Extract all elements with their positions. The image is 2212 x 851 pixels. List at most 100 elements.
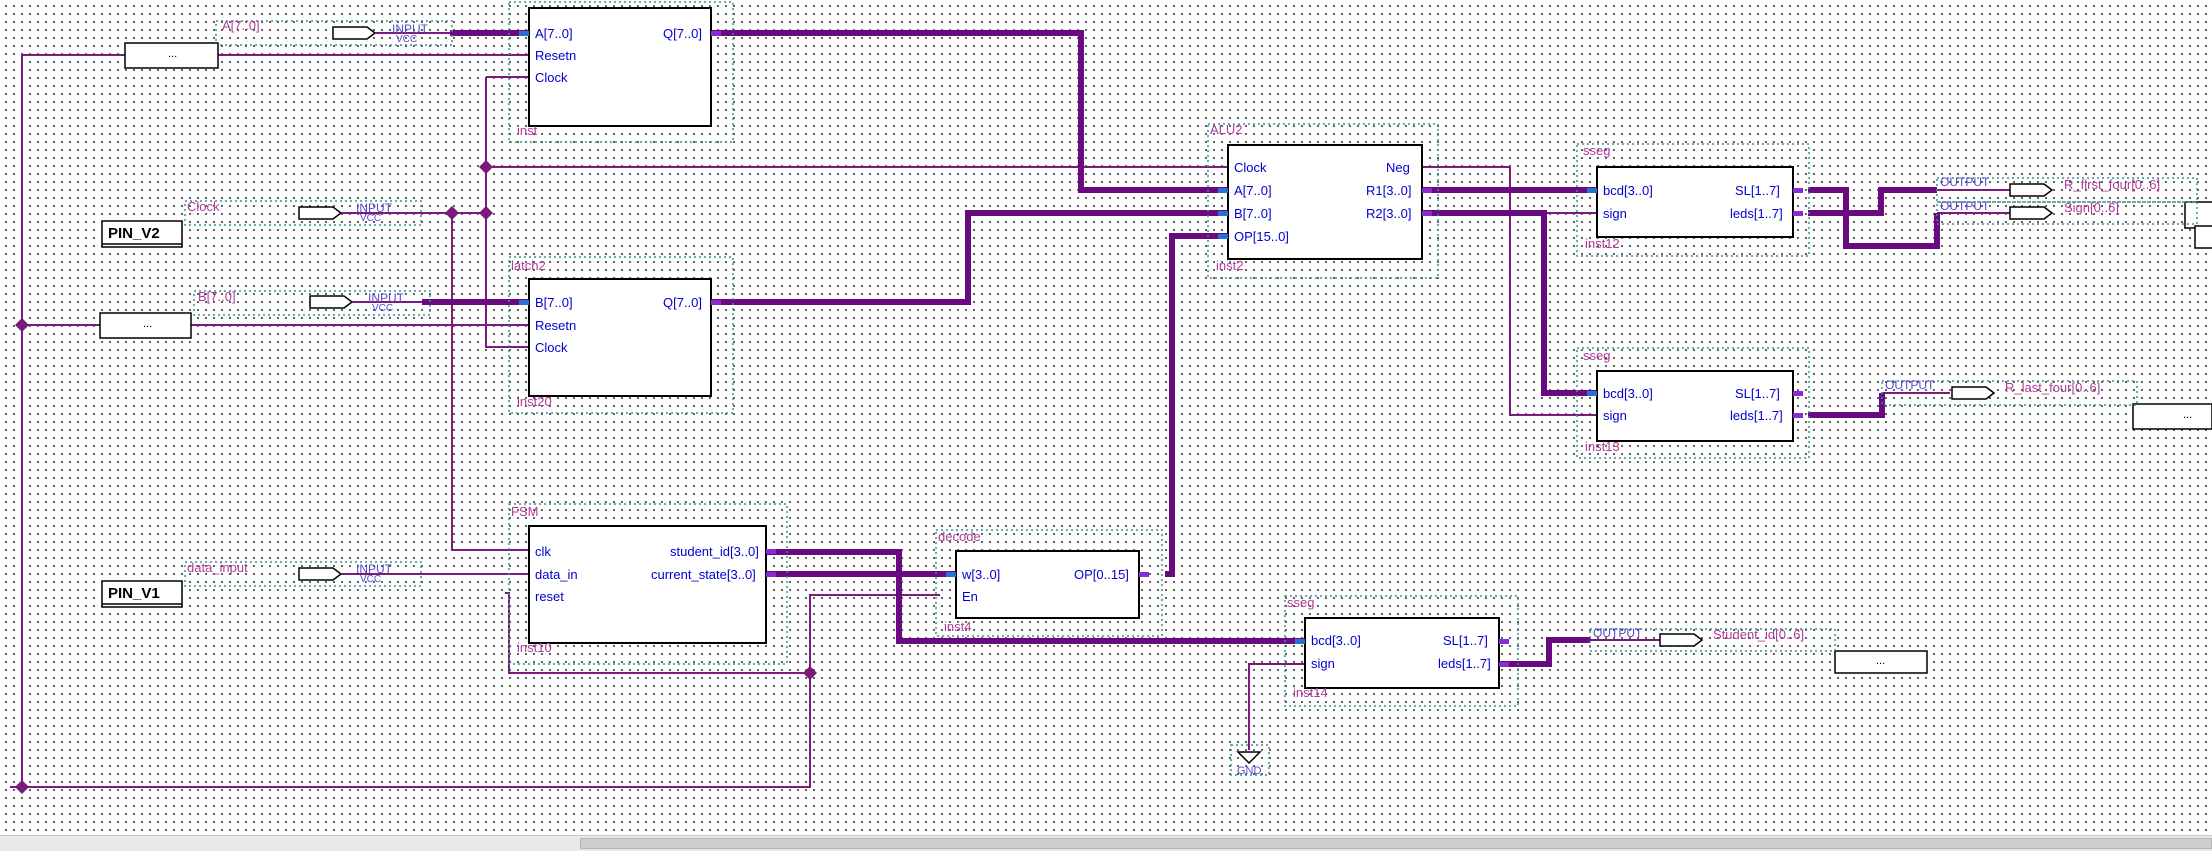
svg-text:INPUT: INPUT <box>356 562 393 576</box>
input-pin-a[interactable]: A[7..0] INPUT VCC <box>215 18 453 46</box>
svg-text:...: ... <box>1876 655 1885 667</box>
svg-text:sign: sign <box>1603 206 1627 221</box>
svg-text:En: En <box>962 589 978 604</box>
svg-text:Q[7..0]: Q[7..0] <box>663 26 702 41</box>
block-alu[interactable]: ALU2 Clock A[7..0] B[7..0] OP[15..0] Neg… <box>1207 122 1439 279</box>
svg-text:VCC: VCC <box>360 213 381 224</box>
svg-text:decode: decode <box>938 529 981 544</box>
svg-text:OUTPUT: OUTPUT <box>1885 378 1935 392</box>
svg-text:GND: GND <box>1237 765 1262 777</box>
assignment-box-r-first[interactable] <box>2184 201 2212 249</box>
svg-text:inst12: inst12 <box>1585 236 1620 251</box>
svg-text:w[3..0]: w[3..0] <box>961 567 1000 582</box>
svg-text:INPUT: INPUT <box>368 291 405 305</box>
scrollbar-thumb[interactable] <box>580 838 2212 849</box>
assignment-box-reset-b[interactable]: ... <box>99 312 192 339</box>
svg-text:Clock: Clock <box>535 340 568 355</box>
svg-text:R_last_four[0..6]: R_last_four[0..6] <box>2005 380 2100 395</box>
svg-text:Student_id[0..6]: Student_id[0..6] <box>1713 627 1804 642</box>
svg-text:A[7..0]: A[7..0] <box>535 26 573 41</box>
svg-text:...: ... <box>143 318 152 330</box>
svg-text:Resetn: Resetn <box>535 318 576 333</box>
svg-text:sign: sign <box>1603 408 1627 423</box>
svg-text:OUTPUT: OUTPUT <box>1940 175 1990 189</box>
horizontal-scrollbar[interactable] <box>0 835 2212 851</box>
svg-text:leds[1..7]: leds[1..7] <box>1730 408 1783 423</box>
block-register-a[interactable]: A[7..0] Resetn Clock Q[7..0] inst <box>508 1 734 143</box>
svg-text:Clock: Clock <box>1234 160 1267 175</box>
svg-text:bcd[3..0]: bcd[3..0] <box>1311 633 1361 648</box>
svg-text:reset: reset <box>535 589 564 604</box>
svg-text:VCC: VCC <box>396 34 417 45</box>
svg-text:Resetn: Resetn <box>535 48 576 63</box>
svg-text:A[7..0]: A[7..0] <box>222 18 260 33</box>
output-pin-r-last[interactable]: OUTPUT R_last_four[0..6] <box>1881 378 2138 406</box>
svg-text:SL[1..7]: SL[1..7] <box>1443 633 1488 648</box>
svg-text:VCC: VCC <box>360 574 381 585</box>
svg-text:B[7..0]: B[7..0] <box>535 295 573 310</box>
svg-text:...: ... <box>168 48 177 60</box>
svg-text:A[7..0]: A[7..0] <box>1234 183 1272 198</box>
svg-text:inst10: inst10 <box>517 640 552 655</box>
svg-text:leds[1..7]: leds[1..7] <box>1438 656 1491 671</box>
svg-text:SL[1..7]: SL[1..7] <box>1735 183 1780 198</box>
svg-text:inst4: inst4 <box>944 619 971 634</box>
assignment-box-r-last[interactable]: ... <box>2132 403 2212 430</box>
svg-text:clk: clk <box>535 544 551 559</box>
svg-text:INPUT: INPUT <box>392 22 429 36</box>
svg-text:PIN_V1: PIN_V1 <box>108 585 160 602</box>
svg-text:FSM: FSM <box>511 504 538 519</box>
svg-text:R_first_four[0..6]: R_first_four[0..6] <box>2064 177 2160 192</box>
svg-text:inst13: inst13 <box>1585 439 1620 454</box>
svg-text:INPUT: INPUT <box>356 201 393 215</box>
svg-text:...: ... <box>2183 409 2192 421</box>
svg-text:Clock: Clock <box>187 199 220 214</box>
block-sseg-2[interactable]: sseg bcd[3..0] sign SL[1..7] leds[1..7] … <box>1576 347 1810 459</box>
buses <box>422 30 1940 667</box>
block-fsm[interactable]: FSM clk data_in reset student_id[3..0] c… <box>508 503 788 665</box>
svg-text:OUTPUT: OUTPUT <box>1593 626 1643 640</box>
svg-text:sseg: sseg <box>1287 595 1314 610</box>
svg-text:inst14: inst14 <box>1293 685 1328 700</box>
svg-text:data_input: data_input <box>187 560 248 575</box>
svg-text:B[7..0]: B[7..0] <box>198 289 236 304</box>
output-pin-student-id[interactable]: OUTPUT Student_id[0..6] <box>1589 626 1836 652</box>
svg-text:leds[1..7]: leds[1..7] <box>1730 206 1783 221</box>
input-pin-data[interactable]: data_input INPUT VCC <box>184 560 422 587</box>
svg-text:OP[0..15]: OP[0..15] <box>1074 567 1129 582</box>
svg-text:SL[1..7]: SL[1..7] <box>1735 386 1780 401</box>
gnd-symbol[interactable]: GND <box>1230 744 1270 777</box>
svg-text:inst2: inst2 <box>1216 258 1243 273</box>
input-pin-b[interactable]: B[7..0] INPUT VCC <box>193 289 431 316</box>
svg-text:bcd[3..0]: bcd[3..0] <box>1603 183 1653 198</box>
block-decode[interactable]: decode w[3..0] En OP[0..15] inst4 <box>935 529 1163 637</box>
svg-text:sign: sign <box>1311 656 1335 671</box>
svg-text:ALU2: ALU2 <box>1210 122 1243 137</box>
junctions <box>15 160 817 794</box>
svg-text:Q[7..0]: Q[7..0] <box>663 295 702 310</box>
svg-text:Clock: Clock <box>535 70 568 85</box>
svg-text:OP[15..0]: OP[15..0] <box>1234 229 1289 244</box>
svg-text:data_in: data_in <box>535 567 578 582</box>
svg-text:B[7..0]: B[7..0] <box>1234 206 1272 221</box>
pin-assignment-v1[interactable]: PIN_V1 <box>101 580 183 608</box>
assignment-box-student[interactable]: ... <box>1834 650 1928 674</box>
pin-assignment-v2[interactable]: PIN_V2 <box>101 220 183 248</box>
svg-text:PIN_V2: PIN_V2 <box>108 225 160 242</box>
svg-text:bcd[3..0]: bcd[3..0] <box>1603 386 1653 401</box>
input-pin-clock[interactable]: Clock INPUT VCC <box>184 199 422 226</box>
block-sseg-3[interactable]: sseg bcd[3..0] sign SL[1..7] leds[1..7] … <box>1284 595 1519 707</box>
svg-text:VCC: VCC <box>372 303 393 314</box>
svg-text:Neg: Neg <box>1386 160 1410 175</box>
block-register-b[interactable]: latch2 B[7..0] Resetn Clock Q[7..0] inst… <box>508 256 734 414</box>
svg-text:sseg: sseg <box>1583 348 1610 363</box>
output-pin-sign[interactable]: OUTPUT Sign[0..6] <box>1936 199 2198 225</box>
svg-text:sseg: sseg <box>1583 143 1610 158</box>
block-sseg-1[interactable]: sseg bcd[3..0] sign SL[1..7] leds[1..7] … <box>1576 143 1810 257</box>
output-pin-r-first[interactable]: OUTPUT R_first_four[0..6] <box>1936 175 2198 203</box>
svg-text:student_id[3..0]: student_id[3..0] <box>670 544 759 559</box>
assignment-box-reset-a[interactable]: ... <box>124 42 219 69</box>
svg-text:latch2: latch2 <box>511 258 546 273</box>
svg-text:R1[3..0]: R1[3..0] <box>1366 183 1412 198</box>
